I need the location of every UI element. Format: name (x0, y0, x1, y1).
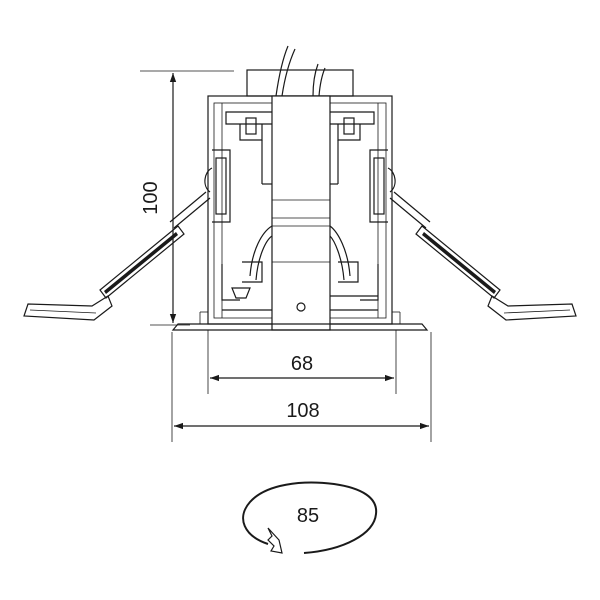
inner-width-value: 68 (291, 353, 313, 375)
outer-width-value: 108 (286, 400, 319, 422)
left-spring-clip (23, 191, 211, 321)
downlight-fixture (23, 45, 577, 331)
height-value: 100 (140, 181, 162, 214)
height-dimension: 100 (140, 70, 234, 326)
cutout-symbol: 85 (242, 481, 378, 554)
cutout-diameter-value: 85 (297, 505, 319, 527)
right-spring-clip (389, 191, 577, 321)
outer-width-dimension: 108 (171, 332, 432, 442)
inner-width-dimension: 68 (207, 330, 397, 394)
